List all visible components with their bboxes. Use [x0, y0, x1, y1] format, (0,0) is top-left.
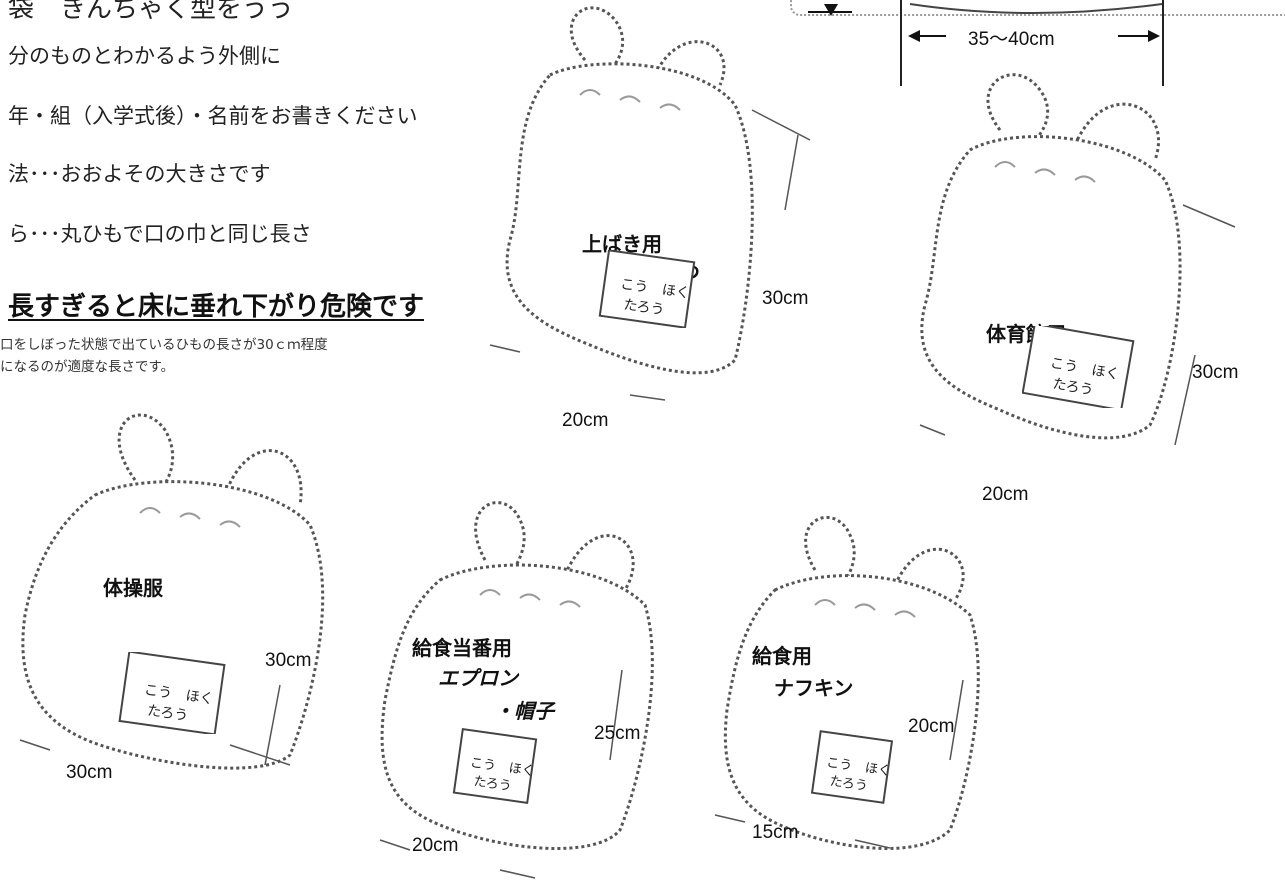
string-diagram-left-line [900, 0, 902, 86]
bag-height-apron: 25cm [594, 723, 641, 744]
bag-sublabel-napkin: ナフキン [774, 676, 854, 700]
name-tag-napkin: こう ほく たろう [810, 730, 894, 804]
bag-outline-uwabaki [489, 6, 811, 401]
bag-label-napkin: 給食用 [752, 644, 812, 668]
bag-height-gymclothes: 30cm [265, 650, 312, 671]
string-diagram-box [790, 0, 1285, 16]
bag-width-apron: 20cm [412, 835, 459, 856]
bag-width-uwabaki: 20cm [562, 410, 609, 431]
section-heading: 袋 きんちゃく型をうう [8, 0, 295, 24]
string-diagram-arrows [808, 3, 1163, 42]
name-tag-uwabaki: こう ほく たろう [598, 250, 696, 328]
bag-outline-gymclothes [19, 413, 325, 770]
bag-sublabel-apron: エプロン [438, 666, 518, 690]
string-diagram-right-line [1162, 0, 1164, 86]
warning-heading: 長すぎると床に垂れ下がり危険です [8, 292, 425, 322]
name-tag-text-line2: たろう [1051, 376, 1094, 399]
instruction-line-1: 分のものとわかるよう外側に [8, 44, 281, 68]
bag-height-napkin: 20cm [908, 716, 955, 737]
name-tag-gym: こう ほく たろう [1022, 326, 1135, 408]
bag-label-gymclothes: 体操服 [103, 576, 163, 600]
bag-width-gym: 20cm [982, 484, 1029, 505]
name-tag-text-line2: たろう [146, 703, 189, 725]
note-line-1: 口をしぼった状態で出ているひもの長さが30ｃｍ程度 [0, 337, 328, 353]
note-line-2: になるのが適度な長さです。 [0, 359, 175, 375]
bag-sublabel2-apron: ・帽子 [494, 699, 554, 723]
bag-height-gym: 30cm [1192, 362, 1239, 383]
bag-width-gymclothes: 30cm [66, 762, 113, 783]
name-tag-text-line2: たろう [473, 774, 513, 794]
bag-outline-napkin [714, 516, 980, 850]
bag-outline-apron [379, 501, 654, 879]
bag-label-apron: 給食当番用 [412, 636, 512, 660]
string-width-label: 35〜40cm [968, 29, 1055, 50]
name-tag-apron: こう ほく たろう [452, 728, 538, 804]
instruction-line-2: 年・組（入学式後）・名前をお書きください [8, 104, 418, 128]
name-tag-text-line2: たろう [622, 297, 665, 319]
name-tag-gymclothes: こう ほく たろう [118, 652, 226, 734]
bag-height-uwabaki: 30cm [762, 288, 809, 309]
bag-width-napkin: 15cm [752, 822, 799, 843]
instruction-line-4: ら･･･丸ひもで口の巾と同じ長さ [8, 222, 312, 246]
name-tag-text-line2: たろう [829, 774, 869, 794]
instruction-line-3: 法･･･おおよその大きさです [8, 162, 271, 186]
